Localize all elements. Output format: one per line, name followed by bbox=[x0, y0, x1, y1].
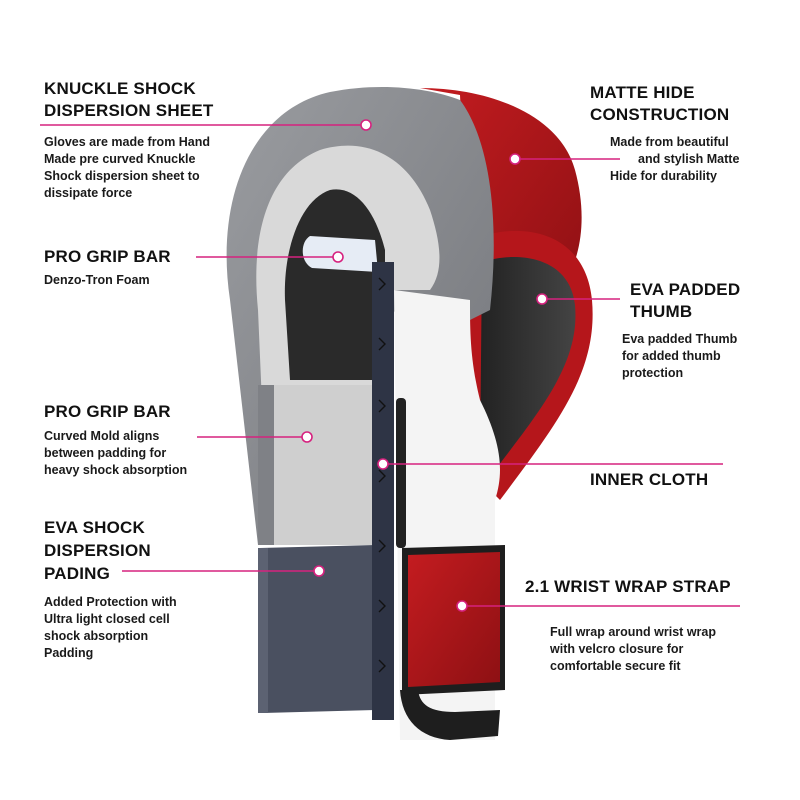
callout-desc-pro-grip-bar: Denzo-Tron Foam bbox=[44, 273, 150, 287]
inner-cloth-strip bbox=[372, 262, 394, 720]
wrist-strap bbox=[408, 552, 500, 687]
callout-desc-matte-hide: Made from beautiful and stylish Matte Hi… bbox=[610, 135, 740, 183]
callout-title-wrist-wrap: 2.1 WRIST WRAP STRAP bbox=[525, 577, 731, 596]
eva-pad bbox=[260, 545, 375, 713]
callout-title-pro-grip-bar-2: PRO GRIP BAR bbox=[44, 402, 171, 421]
callout-title-inner-cloth: INNER CLOTH bbox=[590, 470, 709, 489]
callout-title-pro-grip-bar: PRO GRIP BAR bbox=[44, 247, 171, 266]
